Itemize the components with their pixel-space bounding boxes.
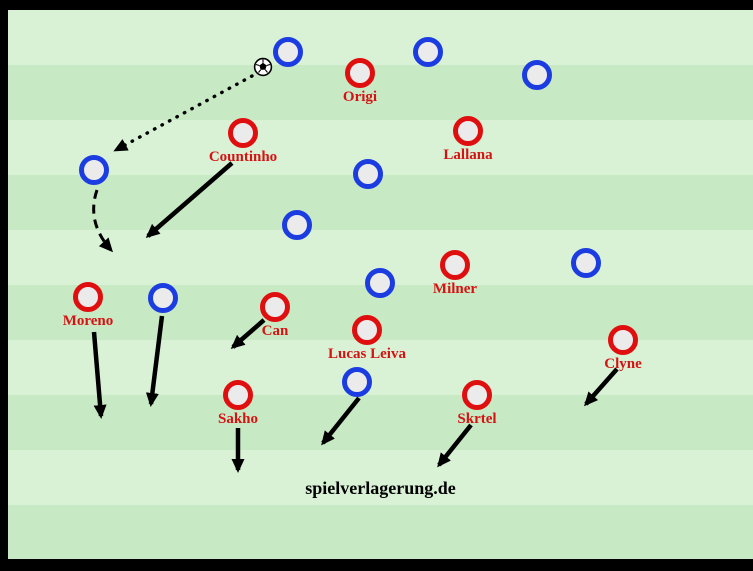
dashed-movement-arrow [92,189,113,253]
blue-player-circle-icon [148,283,178,313]
player-name-label: Countinho [208,149,278,165]
blue-player-circle-icon [522,60,552,90]
player-name-label: Sakho [217,411,259,427]
player-name-label: Moreno [62,313,114,329]
player-name-label: Can [261,323,289,339]
solid-movement-arrow [145,161,234,238]
player-name-label: Lucas Leiva [328,346,406,362]
blue-player-circle-icon [571,248,601,278]
red-player-circle-icon [352,315,382,345]
red-player-circle-icon [228,118,258,148]
blue-player-circle-icon [282,210,312,240]
red-player-circle-icon [462,380,492,410]
red-player-circle-icon [260,292,290,322]
player-name-label: Origi [342,89,378,105]
solid-movement-arrow [437,423,473,468]
red-player-circle-icon [453,116,483,146]
blue-player-circle-icon [342,367,372,397]
solid-movement-arrow [230,318,266,349]
solid-movement-arrow [321,396,361,446]
blue-player-circle-icon [353,159,383,189]
watermark: spielverlagerung.de [305,478,456,498]
red-player-circle-icon [608,325,638,355]
player-name-label: Skrtel [457,411,497,427]
soccer-ball-icon [253,57,273,77]
player-name-label: Milner [432,281,478,297]
red-player-circle-icon [440,250,470,280]
red-player-circle-icon [223,380,253,410]
player-name-label: Lallana [443,147,493,163]
solid-movement-arrow [91,331,107,419]
blue-player-circle-icon [273,37,303,67]
solid-movement-arrow [584,367,619,407]
red-player-circle-icon [345,58,375,88]
player-name-label: Clyne [604,356,642,372]
blue-player-circle-icon [365,268,395,298]
dotted-movement-arrow [113,74,254,152]
blue-player-circle-icon [79,155,109,185]
blue-player-circle-icon [413,37,443,67]
red-player-circle-icon [73,282,103,312]
solid-movement-arrow [145,315,165,407]
